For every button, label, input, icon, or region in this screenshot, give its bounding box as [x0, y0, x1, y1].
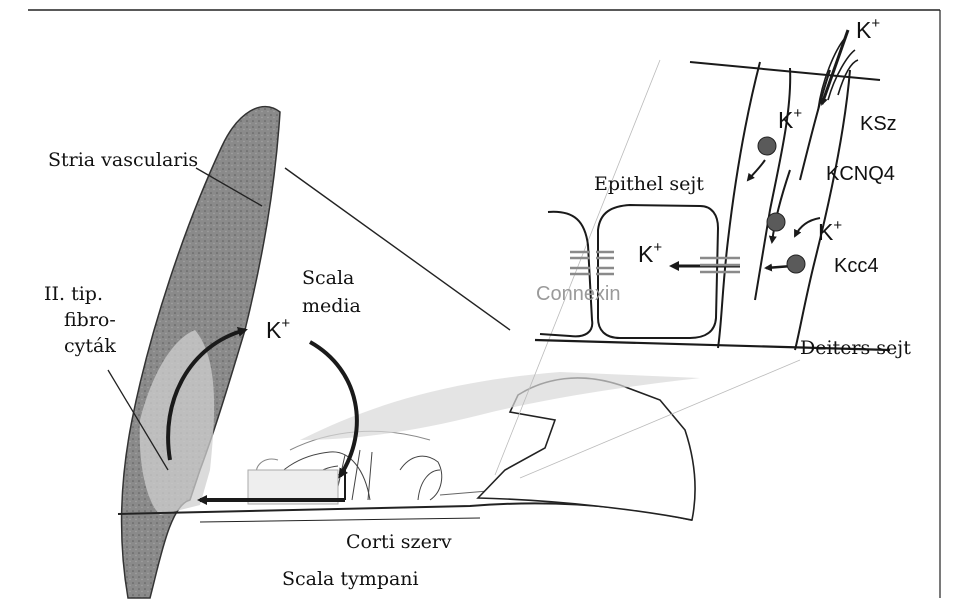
k-label-kcc4: K+: [818, 217, 842, 245]
label-kcnq4: KCNQ4: [826, 163, 895, 185]
k-label-kcnq4: K+: [778, 105, 802, 133]
label-scala-media-1: Scala: [302, 267, 354, 289]
k-label-epithel: K+: [638, 239, 662, 267]
label-fibrocytes-2: fibro-: [64, 309, 116, 331]
label-scala-media-2: media: [302, 295, 361, 317]
kcnq4-channel-dot: [758, 137, 776, 155]
label-fibrocytes-3: cyták: [64, 335, 116, 357]
label-kcc4: Kcc4: [834, 255, 878, 277]
k-label-scala-media: K+: [266, 315, 290, 343]
k-arrow-down-right: [310, 342, 357, 476]
kcc4-channel-dot: [787, 255, 805, 273]
label-deiters: Deiters sejt: [800, 337, 911, 359]
label-epithel: Epithel sejt: [594, 173, 704, 195]
label-connexin: Connexin: [536, 283, 621, 305]
k-label-top: K+: [856, 15, 880, 43]
k-internal-flow-3: [795, 218, 820, 236]
connexin-junction-right: [700, 258, 740, 272]
label-fibrocytes-1: II. tip.: [44, 283, 103, 305]
k-internal-flow-2: [748, 160, 765, 180]
label-ksz: KSz: [860, 113, 897, 135]
k-entry-arrow: [822, 30, 848, 104]
label-scala-tympani: Scala tympani: [282, 568, 419, 590]
label-corti: Corti szerv: [346, 531, 452, 553]
kcnq4-channel-dot-2: [767, 213, 785, 231]
inset-cells: [535, 62, 890, 350]
label-stria-vascularis: Stria vascularis: [48, 149, 198, 171]
organ-of-corti: [248, 431, 520, 504]
floor-line-lower: [200, 518, 480, 522]
